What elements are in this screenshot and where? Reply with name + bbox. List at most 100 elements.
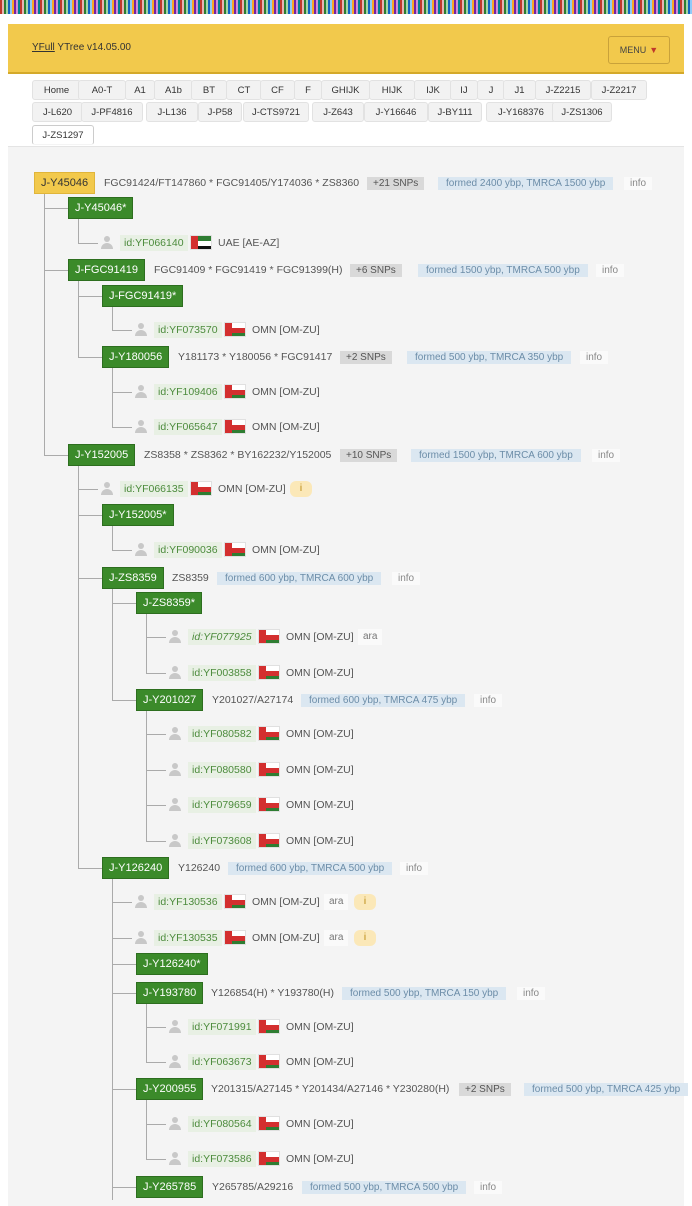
sample-id-link[interactable]: id:YF066140: [120, 235, 188, 251]
oman-flag-icon: [258, 726, 280, 741]
tree-connector: [44, 208, 68, 209]
oman-flag-icon: [224, 384, 246, 399]
sample-id-link[interactable]: id:YF063673: [188, 1054, 256, 1070]
snp-count-badge[interactable]: +2 SNPs: [340, 351, 392, 364]
snp-count-badge[interactable]: +2 SNPs: [459, 1083, 511, 1096]
country-label: OMN [OM-ZU]: [286, 1153, 354, 1165]
sample-id-link[interactable]: id:YF066135: [120, 481, 188, 497]
language-tag: ara: [358, 629, 383, 645]
oman-flag-icon: [258, 1116, 280, 1131]
tree-connector: [112, 330, 132, 331]
tree-connector: [146, 1159, 166, 1160]
info-badge[interactable]: i: [354, 930, 376, 946]
tab-ijk[interactable]: IJK: [414, 80, 452, 100]
info-link[interactable]: info: [517, 987, 546, 1000]
sample-id-link[interactable]: id:YF090036: [154, 542, 222, 558]
tree-connector: [112, 700, 136, 701]
info-link[interactable]: info: [474, 694, 503, 707]
sample-id-link[interactable]: id:YF071991: [188, 1019, 256, 1035]
country-label: OMN [OM-ZU]: [252, 932, 320, 944]
sample-id-link[interactable]: id:YF130536: [154, 894, 222, 910]
haplogroup-node[interactable]: J-Y126240: [102, 857, 170, 879]
age-estimate-badge: formed 600 ybp, TMRCA 475 ybp: [301, 694, 466, 707]
haplogroup-node[interactable]: J-FGC91419*: [102, 285, 184, 307]
tree-connector: [146, 614, 147, 673]
info-link[interactable]: info: [400, 862, 429, 875]
tab-j-by111[interactable]: J-BY111: [428, 102, 482, 122]
tab-j-p58[interactable]: J-P58: [198, 102, 242, 122]
country-label: OMN [OM-ZU]: [286, 835, 354, 847]
tree-connector: [44, 194, 45, 455]
tree-connector: [78, 281, 79, 357]
info-link[interactable]: info: [474, 1181, 503, 1194]
tree-panel: [8, 146, 684, 1206]
sample-id-link[interactable]: id:YF109406: [154, 384, 222, 400]
tab-j-cts9721[interactable]: J-CTS9721: [243, 102, 309, 122]
haplogroup-node[interactable]: J-Y152005*: [102, 504, 174, 526]
tab-f[interactable]: F: [294, 80, 322, 100]
haplogroup-node[interactable]: J-Y126240*: [136, 953, 208, 975]
menu-label: MENU: [619, 45, 647, 55]
tree-connector: [112, 993, 136, 994]
sample-id-link[interactable]: id:YF065647: [154, 419, 222, 435]
info-badge[interactable]: i: [354, 894, 376, 910]
sample-id-link[interactable]: id:YF080564: [188, 1116, 256, 1132]
tab-j-z2215[interactable]: J-Z2215: [535, 80, 591, 100]
tab-j-pf4816[interactable]: J-PF4816: [81, 102, 143, 122]
haplogroup-node[interactable]: J-Y201027: [136, 689, 204, 711]
snp-count-badge[interactable]: +6 SNPs: [350, 264, 402, 277]
info-link[interactable]: info: [580, 351, 609, 364]
sample-id-link[interactable]: id:YF073608: [188, 833, 256, 849]
tab-j-zs1297[interactable]: J-ZS1297: [32, 125, 94, 145]
age-estimate-badge: formed 500 ybp, TMRCA 425 ybp: [524, 1083, 689, 1096]
oman-flag-icon: [224, 542, 246, 557]
tree-connector: [146, 1100, 147, 1159]
tab-j-l136[interactable]: J-L136: [146, 102, 198, 122]
sample-id-link[interactable]: id:YF130535: [154, 930, 222, 946]
tab-cf[interactable]: CF: [260, 80, 295, 100]
tab-j-zs1306[interactable]: J-ZS1306: [552, 102, 612, 122]
haplogroup-node[interactable]: J-Y45046: [34, 172, 96, 194]
haplogroup-node[interactable]: J-ZS8359: [102, 567, 164, 589]
info-link[interactable]: info: [596, 264, 625, 277]
tree-connector: [112, 603, 136, 604]
tree-connector: [112, 427, 132, 428]
snp-list: FGC91409 * FGC91419 * FGC91399(H): [154, 264, 343, 276]
country-label: OMN [OM-ZU]: [286, 1021, 354, 1033]
info-badge[interactable]: i: [290, 481, 312, 497]
sample-id-link[interactable]: id:YF073586: [188, 1151, 256, 1167]
sample-id-link[interactable]: id:YF080582: [188, 726, 256, 742]
sample-id-link[interactable]: id:YF080580: [188, 762, 256, 778]
tab-j-z2217[interactable]: J-Z2217: [591, 80, 647, 100]
country-label: OMN [OM-ZU]: [286, 631, 354, 643]
snp-count-badge[interactable]: +10 SNPs: [340, 449, 398, 462]
tab-j-y16646[interactable]: J-Y16646: [364, 102, 428, 122]
person-icon: [168, 1055, 182, 1069]
haplogroup-node[interactable]: J-FGC91419: [68, 259, 145, 281]
person-icon: [168, 1152, 182, 1166]
uae-flag-icon: [190, 235, 212, 250]
snp-list: FGC91424/FT147860 * FGC91405/Y174036 * Z…: [104, 177, 360, 189]
haplogroup-node[interactable]: J-Y193780: [136, 982, 204, 1004]
info-link[interactable]: info: [592, 449, 621, 462]
tab-j-z643[interactable]: J-Z643: [312, 102, 364, 122]
yfull-link[interactable]: YFull: [32, 42, 55, 53]
sample-id-link[interactable]: id:YF077925: [188, 629, 256, 645]
menu-button[interactable]: MENU ▼: [608, 36, 670, 64]
snp-count-badge[interactable]: +21 SNPs: [367, 177, 425, 190]
info-link[interactable]: info: [624, 177, 653, 190]
haplogroup-node[interactable]: J-Y180056: [102, 346, 170, 368]
haplogroup-node[interactable]: J-Y200955: [136, 1078, 204, 1100]
haplogroup-node[interactable]: J-Y45046*: [68, 197, 134, 219]
sample-id-link[interactable]: id:YF073570: [154, 322, 222, 338]
tree-connector: [112, 902, 132, 903]
tree-connector: [78, 466, 79, 868]
sample-id-link[interactable]: id:YF003858: [188, 665, 256, 681]
info-link[interactable]: info: [392, 572, 421, 585]
haplogroup-node[interactable]: J-Y152005: [68, 444, 136, 466]
haplogroup-node[interactable]: J-Y265785: [136, 1176, 204, 1198]
oman-flag-icon: [258, 1151, 280, 1166]
sample-id-link[interactable]: id:YF079659: [188, 797, 256, 813]
haplogroup-node[interactable]: J-ZS8359*: [136, 592, 202, 614]
country-label: OMN [OM-ZU]: [286, 1056, 354, 1068]
